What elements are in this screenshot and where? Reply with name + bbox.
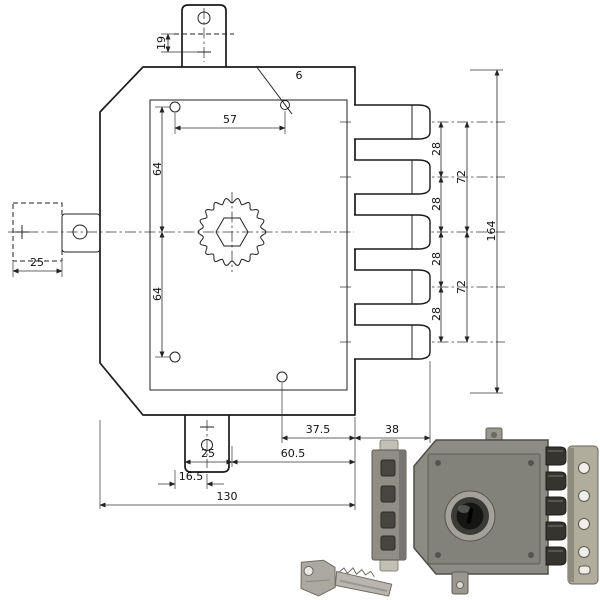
bolt-slot <box>380 485 396 503</box>
dim-label-38: 38 <box>385 423 399 436</box>
bolt <box>545 546 567 566</box>
bolt <box>354 214 431 250</box>
bolt <box>545 521 567 541</box>
cover-plate <box>149 65 348 391</box>
tab-screw-hole <box>201 439 213 451</box>
key-groove <box>339 579 388 592</box>
bolt <box>354 324 431 360</box>
photo-bolts <box>545 446 567 566</box>
dim-label-164: 164 <box>485 221 498 242</box>
top-mounting-tab <box>174 4 234 67</box>
deadbolts <box>354 104 431 360</box>
dim-label-28-2: 28 <box>430 197 443 211</box>
dim-label-72-upper: 72 <box>455 170 468 184</box>
spindle-knob <box>197 197 267 267</box>
left-keeper <box>12 202 101 262</box>
latch-slot <box>578 565 591 575</box>
plate-hole <box>276 371 288 383</box>
key-blade <box>334 570 393 597</box>
bolt <box>354 269 431 305</box>
dim-label-37-5: 37.5 <box>306 423 331 436</box>
dim-label-28-1: 28 <box>430 142 443 156</box>
screw <box>528 460 534 466</box>
key-photo <box>300 559 393 597</box>
tab-screw-hole <box>197 11 211 25</box>
diameter-6-hole <box>280 100 290 110</box>
keeper-plate <box>61 213 101 253</box>
bolt <box>545 496 567 516</box>
product-photo <box>371 427 599 595</box>
plate-hole <box>169 351 181 363</box>
dim-label-25-tab: 25 <box>201 447 215 460</box>
dim-label-60-5: 60.5 <box>281 447 306 460</box>
dim-label-6: 6 <box>296 69 303 82</box>
dim-label-28-4: 28 <box>430 307 443 321</box>
cylinder <box>444 490 496 542</box>
bolt <box>354 159 431 195</box>
dim-label-28-3: 28 <box>430 252 443 266</box>
bolt-hole <box>578 462 590 474</box>
key-hole <box>303 565 314 576</box>
screw <box>435 552 441 558</box>
bolt <box>354 104 431 140</box>
bolt <box>545 471 567 491</box>
dim-label-16-5: 16.5 <box>179 470 204 483</box>
dim-label-25-left: 25 <box>30 256 44 269</box>
bolt-hole <box>578 490 590 502</box>
bolt-slot <box>380 535 396 551</box>
dim-label-64-upper: 64 <box>151 162 164 176</box>
dim-label-130: 130 <box>217 490 238 503</box>
scalloped-knob-edge <box>197 197 267 267</box>
key-teeth <box>338 567 375 578</box>
extension-lines <box>12 33 503 510</box>
lock-photo-body <box>413 427 567 595</box>
dim-label-19: 19 <box>155 36 168 50</box>
strike-plate-right <box>567 445 599 585</box>
spindle-hex-hole <box>215 217 249 247</box>
bolt-slot <box>380 511 396 529</box>
keeper-hole <box>72 224 88 240</box>
lock-body-outline <box>99 66 356 416</box>
plate-hole <box>169 101 181 113</box>
bolt <box>545 446 567 466</box>
bottom-mounting-tab <box>184 415 230 473</box>
strike-plate-left <box>371 439 407 572</box>
diameter-leader-line <box>255 65 293 115</box>
bolt-hole <box>578 546 590 558</box>
dim-label-64-lower: 64 <box>151 287 164 301</box>
screw <box>435 460 441 466</box>
key-head <box>300 559 336 597</box>
bolt-hole <box>578 518 590 530</box>
bolt-slot <box>380 459 396 477</box>
dimension-lines <box>12 33 500 508</box>
dimension-labels: 19 57 64 64 6 28 28 28 28 72 72 164 25 3… <box>30 36 498 503</box>
keyway <box>466 508 474 524</box>
dim-label-57: 57 <box>223 113 237 126</box>
screw <box>528 552 534 558</box>
dim-label-72-lower: 72 <box>455 280 468 294</box>
